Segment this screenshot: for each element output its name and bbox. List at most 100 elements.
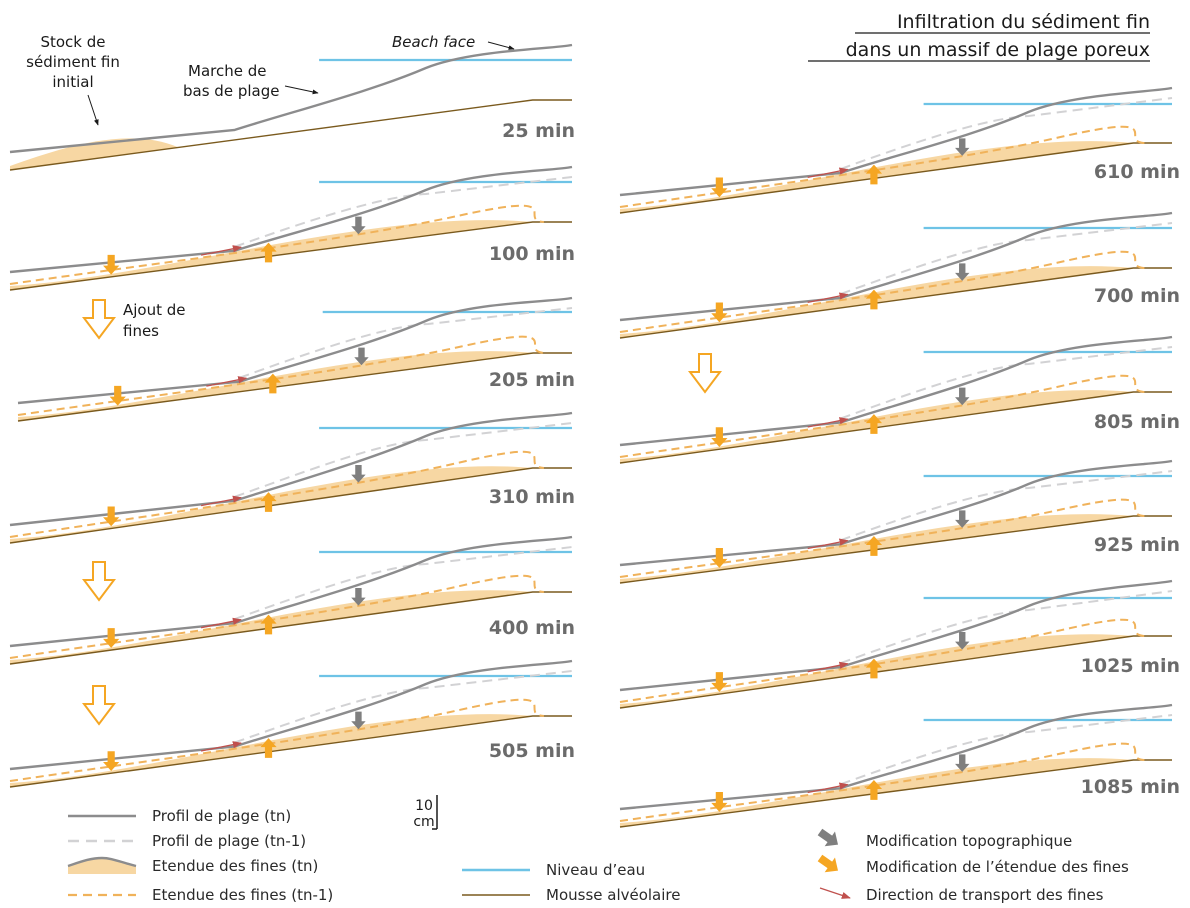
- transport-arrow-icon: [206, 376, 248, 387]
- profile-previous-line: [840, 222, 1173, 295]
- foam-line: [619, 142, 1172, 214]
- legend-item-modif-topo: Modification topographique: [817, 828, 1072, 850]
- foam-line: [619, 267, 1172, 339]
- grey-arrow-icon: [817, 828, 839, 847]
- title-line-2: dans un massif de plage poreux: [846, 39, 1150, 61]
- profile-line: [619, 459, 1173, 567]
- panel-1: 25 min: [9, 43, 575, 171]
- fines-area: [10, 138, 179, 170]
- transport-arrow-icon: [200, 495, 242, 507]
- panel-time-label: 610 min: [1094, 161, 1180, 183]
- annotation-marche-1: Marche de: [188, 62, 266, 80]
- add-fines-arrow-icon: [688, 353, 722, 394]
- title-line-1: Infiltration du sédiment fin: [897, 11, 1150, 33]
- fines-previous-line: [619, 125, 1145, 208]
- panel-time-label: 400 min: [489, 617, 575, 639]
- panel-9: 805 min: [619, 335, 1180, 464]
- panel-6: 505 min: [9, 659, 575, 788]
- panel-time-label: 925 min: [1094, 534, 1180, 556]
- transport-arrow-icon: [807, 538, 849, 550]
- fines-previous-line: [9, 204, 544, 285]
- foam-line: [9, 715, 572, 788]
- annotation-stock-1: Stock de: [40, 33, 105, 51]
- legend-item-direction: Direction de transport des fines: [819, 886, 1104, 904]
- annotation-marche-2: bas de plage: [183, 82, 279, 100]
- legend-label: Modification de l’étendue des fines: [866, 858, 1129, 876]
- profile-line: [17, 296, 573, 405]
- foam-line: [619, 515, 1172, 584]
- transport-arrow-icon: [807, 782, 849, 794]
- profile-line: [9, 411, 573, 527]
- fines-previous-line: [619, 742, 1145, 822]
- panel-10: 925 min: [619, 459, 1180, 584]
- profile-line: [9, 659, 573, 771]
- profile-line: [619, 335, 1173, 447]
- add-fines-arrow-icon: [82, 685, 116, 726]
- foam-line: [9, 99, 572, 171]
- annotation-stock-2: sédiment fin: [26, 53, 120, 71]
- legend-item-profil-tn: Profil de plage (tn): [68, 807, 291, 825]
- add-fines-arrow-icon: [82, 299, 116, 340]
- panel-11: 1025 min: [619, 579, 1180, 709]
- panel-time-label: 100 min: [489, 243, 575, 265]
- foam-line: [619, 391, 1172, 464]
- annotation-stock-3: initial: [52, 73, 93, 91]
- profile-panels: 25 min 100 min 205 min 310 min 400 min 505 mi…: [9, 43, 1180, 828]
- panel-3: 205 min: [17, 296, 575, 422]
- fines-previous-line: [619, 374, 1145, 458]
- foam-line: [619, 759, 1172, 828]
- panel-time-label: 505 min: [489, 740, 575, 762]
- legend-label: Direction de transport des fines: [866, 886, 1104, 904]
- panel-time-label: 310 min: [489, 486, 575, 508]
- transport-arrow-icon: [200, 245, 242, 256]
- add-fines-arrows: [82, 299, 722, 726]
- figure-title: Infiltration du sédiment fin dans un mas…: [808, 11, 1150, 62]
- fines-previous-line: [9, 450, 544, 538]
- legend-label: Mousse alvéolaire: [546, 886, 681, 904]
- legend-label: Niveau d’eau: [546, 861, 645, 879]
- legend-label: Etendue des fines (tn): [152, 857, 318, 875]
- fines-previous-line: [9, 698, 544, 782]
- profile-line: [619, 703, 1173, 811]
- panel-8: 700 min: [619, 211, 1180, 339]
- fines-previous-line: [619, 618, 1145, 703]
- legend-item-niveau-eau: Niveau d’eau: [462, 861, 645, 879]
- fines-previous-line: [9, 574, 544, 659]
- transport-arrow-icon: [200, 617, 242, 629]
- scale-bar-value: 10: [415, 798, 433, 814]
- profile-line: [9, 165, 573, 274]
- foam-line: [9, 221, 572, 291]
- profile-previous-line: [840, 346, 1173, 420]
- legend-item-fines-tn1: Etendue des fines (tn-1): [68, 886, 333, 904]
- panel-time-label: 25 min: [502, 120, 575, 142]
- legend-item-mousse: Mousse alvéolaire: [462, 886, 681, 904]
- legend-label: Profil de plage (tn): [152, 807, 291, 825]
- orange-arrow-icon: [817, 854, 839, 873]
- annotation-beach-face: Beach face: [392, 33, 475, 51]
- scale-bar-unit: cm: [413, 814, 434, 830]
- panel-time-label: 1085 min: [1081, 776, 1180, 798]
- panel-time-label: 700 min: [1094, 285, 1180, 307]
- profile-previous-line: [234, 546, 573, 620]
- scale-bar: 10 cm: [413, 795, 438, 830]
- panel-time-label: 205 min: [489, 369, 575, 391]
- legend-label: Etendue des fines (tn-1): [152, 886, 333, 904]
- profile-line: [9, 535, 573, 648]
- add-fines-arrow-icon: [82, 561, 116, 602]
- profile-previous-line: [234, 422, 573, 498]
- legend-item-profil-tn1: Profil de plage (tn-1): [68, 832, 306, 850]
- panel-2: 100 min: [9, 165, 575, 291]
- profile-line: [619, 211, 1173, 322]
- profile-line: [619, 86, 1173, 197]
- panel-7: 610 min: [619, 86, 1180, 214]
- legend-label: Profil de plage (tn-1): [152, 832, 306, 850]
- foam-line: [9, 467, 572, 544]
- legend-item-modif-fines: Modification de l’étendue des fines: [817, 854, 1129, 876]
- transport-arrow-icon: [807, 417, 849, 428]
- foam-line: [9, 591, 572, 665]
- panel-time-label: 1025 min: [1081, 655, 1180, 677]
- panel-time-label: 805 min: [1094, 411, 1180, 433]
- fines-previous-line: [619, 498, 1145, 578]
- legend-item-fines-tn: Etendue des fines (tn): [67, 856, 318, 875]
- profile-previous-line: [239, 307, 573, 379]
